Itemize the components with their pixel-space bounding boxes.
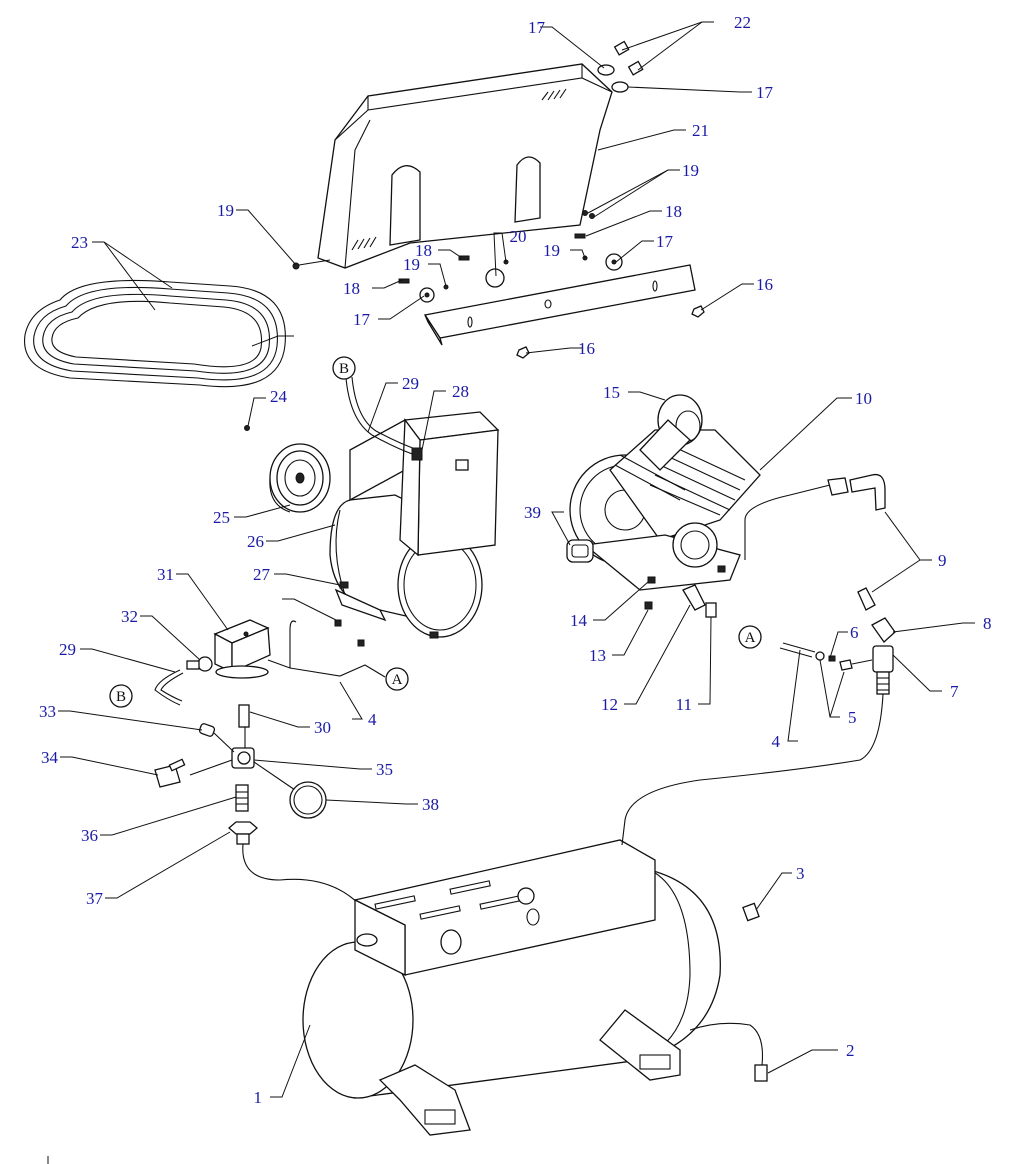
belt-guard xyxy=(317,63,613,269)
callout-label: 38 xyxy=(422,795,439,814)
callout-label: 29 xyxy=(402,374,419,393)
callout-label: 18 xyxy=(415,241,432,260)
callout-label: 34 xyxy=(41,748,59,767)
connector-label: B xyxy=(116,689,126,705)
drive-belt xyxy=(24,279,286,388)
callout-label: 17 xyxy=(756,83,774,102)
callout-label: 1 xyxy=(254,1088,263,1107)
callout-label: 6 xyxy=(850,623,859,642)
callout-label: 25 xyxy=(213,508,230,527)
callout-label: 30 xyxy=(314,718,331,737)
callout-label: 14 xyxy=(570,611,588,630)
callout-label: 26 xyxy=(247,532,264,551)
electric-motor xyxy=(329,376,500,647)
callout-label: 22 xyxy=(734,13,751,32)
callout-label: 17 xyxy=(528,18,546,37)
callout-label: 2 xyxy=(846,1041,855,1060)
compressor-pump xyxy=(566,394,886,618)
callout-label: 4 xyxy=(368,710,377,729)
callout-label: 7 xyxy=(950,682,959,701)
connector-marker xyxy=(385,667,409,691)
callout-label: 20 xyxy=(510,227,527,246)
vent-grille xyxy=(351,88,567,251)
callout-label: 18 xyxy=(343,279,360,298)
callout-label: 16 xyxy=(578,339,595,358)
callout-label: 19 xyxy=(543,241,560,260)
air-tank xyxy=(302,693,884,1136)
callout-label: 11 xyxy=(676,695,692,714)
callout-label: 19 xyxy=(403,255,420,274)
leader-lines xyxy=(58,21,975,1098)
guard-hardware xyxy=(292,40,644,270)
connector-marker xyxy=(332,356,356,380)
callout-label: 16 xyxy=(756,275,773,294)
connector-marker xyxy=(738,625,762,649)
callout-label: 9 xyxy=(938,551,947,570)
callout-label: 8 xyxy=(983,614,992,633)
callout-label: 35 xyxy=(376,760,393,779)
guard-bracket xyxy=(398,233,705,359)
callout-label: 3 xyxy=(796,864,805,883)
check-valve xyxy=(779,617,896,695)
callout-label: 27 xyxy=(253,565,271,584)
callout-label: 32 xyxy=(121,607,138,626)
callout-label: 23 xyxy=(71,233,88,252)
callout-label: 12 xyxy=(601,695,618,714)
callout-label: 10 xyxy=(855,389,872,408)
callout-label: 39 xyxy=(524,503,541,522)
callout-label: 29 xyxy=(59,640,76,659)
callout-label: 18 xyxy=(665,202,682,221)
callout-label: 24 xyxy=(270,387,288,406)
connector-markers: B A B A xyxy=(109,356,762,708)
callout-label: 31 xyxy=(157,565,174,584)
callout-label: 19 xyxy=(217,201,234,220)
callout-label: 15 xyxy=(603,383,620,402)
pressure-switch-manifold xyxy=(154,619,386,936)
connector-label: A xyxy=(745,630,756,646)
connector-label: B xyxy=(339,361,349,377)
callout-label: 37 xyxy=(86,889,104,908)
callout-label: 28 xyxy=(452,382,469,401)
callout-label: 36 xyxy=(81,826,98,845)
callout-label: 13 xyxy=(589,646,606,665)
callout-label: 19 xyxy=(682,161,699,180)
connector-label: A xyxy=(392,672,403,688)
callout-label: 4 xyxy=(772,732,781,751)
callout-label: 33 xyxy=(39,702,56,721)
callout-label: 21 xyxy=(692,121,709,140)
connector-marker xyxy=(109,684,133,708)
callout-label: 17 xyxy=(353,310,371,329)
motor-pulley xyxy=(244,425,331,513)
callout-labels: 1 2 3 4 4 5 6 7 8 9 10 11 12 13 14 15 16… xyxy=(39,13,992,1107)
callout-label: 5 xyxy=(848,708,857,727)
callout-label: 17 xyxy=(656,232,674,251)
